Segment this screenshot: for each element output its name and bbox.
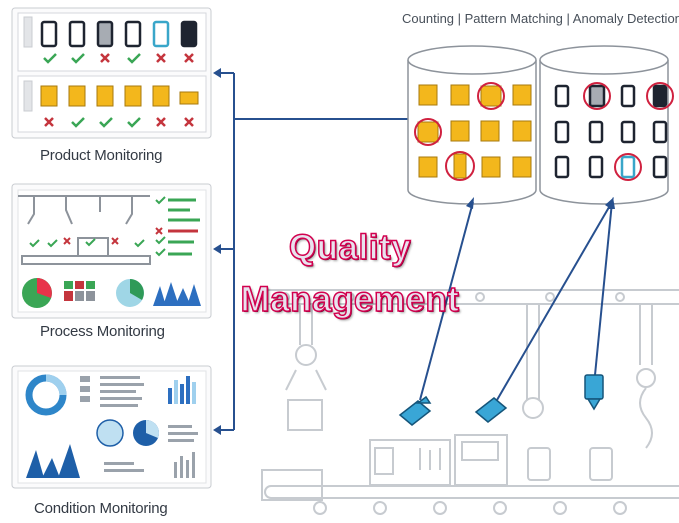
database-icon-right — [539, 45, 669, 205]
check-icon — [43, 53, 141, 128]
condition-monitoring-caption: Condition Monitoring — [34, 500, 168, 517]
product-monitoring-caption: Product Monitoring — [40, 147, 163, 164]
anomaly-circles-right — [583, 82, 674, 181]
cross-icon — [44, 53, 194, 127]
title-line-1: Quality — [288, 227, 412, 268]
techniques-header: Counting | Pattern Matching | Anomaly De… — [402, 11, 679, 26]
arrow-heads — [213, 68, 221, 435]
anomaly-circles-left — [414, 82, 505, 181]
arrow-heads-up — [466, 197, 615, 209]
title-line-2: Management — [240, 279, 460, 320]
robot-arm-icon — [18, 195, 151, 265]
process-monitoring-caption: Process Monitoring — [40, 323, 165, 340]
device-grid — [554, 84, 668, 179]
condition-monitoring-panel — [11, 365, 212, 489]
process-monitoring-panel — [11, 183, 212, 319]
box-grid — [417, 84, 532, 179]
detection-arrows — [419, 201, 613, 401]
factory-line-art — [261, 289, 679, 515]
camera-icon — [398, 374, 604, 426]
product-monitoring-panel — [11, 7, 212, 139]
